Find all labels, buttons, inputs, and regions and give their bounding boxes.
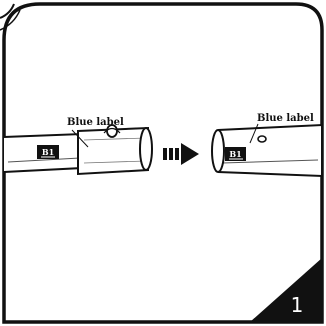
right-b1-tag: B1 [225,147,246,161]
left-tube-assembly: B1 Blue label [3,117,153,176]
left-blue-label-callout: Blue label [67,117,124,128]
left-tag-text: B1 [42,147,54,157]
right-tag-text: B1 [229,149,241,159]
step-number: 1 [291,293,304,317]
left-b1-tag: B1 [37,145,59,159]
right-tube-assembly: B1 Blue label [211,113,323,178]
right-blue-label-callout: Blue label [257,113,314,124]
direction-arrow-icon [163,143,199,165]
step-number-badge: 1 [250,258,322,322]
